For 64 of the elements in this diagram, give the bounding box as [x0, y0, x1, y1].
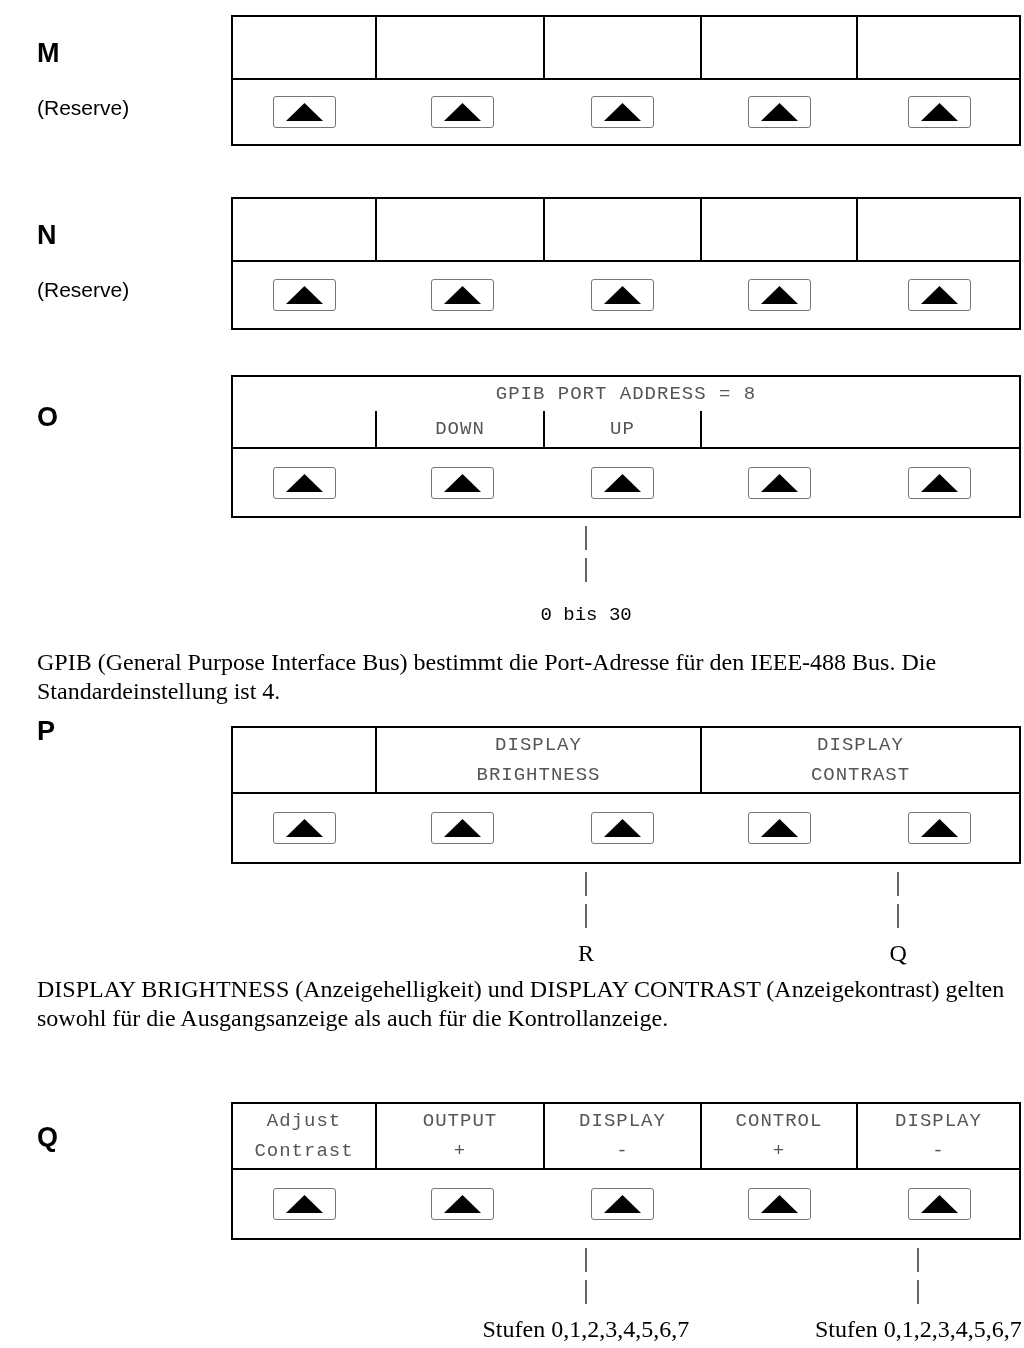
softkey-button [431, 1188, 494, 1220]
description-paragraph: DISPLAY BRIGHTNESS (Anzeigehelligkeit) und DISPLAY CONTRAST (Anzeigekontrast) gelten sowohl für die Ausgangsanzeige als auch für die Kontrollanzeige. [37, 975, 1006, 1033]
softkey-menu-panel [231, 15, 1021, 146]
section-letter: O [37, 402, 58, 433]
empty-display-cell [233, 199, 377, 262]
empty-display-cell [233, 411, 377, 449]
empty-display-cell [233, 728, 377, 794]
empty-display-cell [545, 17, 702, 80]
empty-display-cell [377, 199, 545, 262]
softkey-button [273, 812, 336, 844]
empty-display-cell [545, 199, 702, 262]
section-letter: N [37, 220, 57, 251]
display-label-cell: OUTPUT + [377, 1104, 545, 1170]
display-label-cell: DISPLAY - [858, 1104, 1019, 1170]
reserve-note: (Reserve) [37, 278, 130, 302]
softkey-button [273, 1188, 336, 1220]
display-label-cell: DISPLAY - [545, 1104, 702, 1170]
softkey-menu-panel [231, 1102, 1021, 1240]
softkey-button [591, 96, 654, 128]
empty-display-cell [377, 17, 545, 80]
empty-display-cell [702, 199, 858, 262]
softkey-button [748, 279, 811, 311]
leader-text: 0 bis 30 [540, 604, 632, 626]
empty-display-cell [233, 17, 377, 80]
softkey-button [273, 279, 336, 311]
softkey-button [431, 96, 494, 128]
leader-text: Stufen 0,1,2,3,4,5,6,7 [815, 1316, 1022, 1343]
softkey-button [908, 1188, 971, 1220]
display-label-cell: DOWN [377, 411, 545, 449]
leader-text: R [578, 940, 594, 967]
softkey-button [591, 466, 654, 499]
softkey-menu-panel [231, 375, 1021, 518]
description-paragraph: GPIB (General Purpose Interface Bus) bestimmt die Port-Adresse für den IEEE-488 Bus. Die Standardeinstellung ist 4. [37, 648, 938, 706]
section-letter: Q [37, 1122, 58, 1153]
softkey-button [431, 466, 494, 499]
section-letter: M [37, 38, 60, 69]
display-label-cell: DISPLAY BRIGHTNESS [377, 728, 702, 794]
display-label-cell: UP [545, 411, 702, 449]
softkey-button [748, 466, 811, 499]
softkey-button [591, 279, 654, 311]
softkey-button [748, 812, 811, 844]
empty-display-cell [702, 17, 858, 80]
softkey-button [908, 96, 971, 128]
softkey-button [591, 1188, 654, 1220]
leader-text: Q [889, 940, 907, 967]
display-label-cell: CONTROL + [702, 1104, 858, 1170]
softkey-menu-panel [231, 197, 1021, 330]
display-title: GPIB PORT ADDRESS = 8 [494, 382, 758, 407]
softkey-button [273, 466, 336, 499]
softkey-menu-panel [231, 726, 1021, 864]
softkey-button [591, 812, 654, 844]
softkey-button [908, 466, 971, 499]
softkey-button [431, 812, 494, 844]
softkey-button [273, 96, 336, 128]
section-letter: P [37, 716, 55, 747]
leader-text: Stufen 0,1,2,3,4,5,6,7 [482, 1316, 690, 1343]
softkey-button [748, 1188, 811, 1220]
softkey-button [908, 812, 971, 844]
display-label-cell: DISPLAY CONTRAST [702, 728, 1019, 794]
display-label-cell: Adjust Contrast [233, 1104, 377, 1170]
softkey-button [431, 279, 494, 311]
softkey-button [748, 96, 811, 128]
reserve-note: (Reserve) [37, 96, 130, 120]
softkey-button [908, 279, 971, 311]
